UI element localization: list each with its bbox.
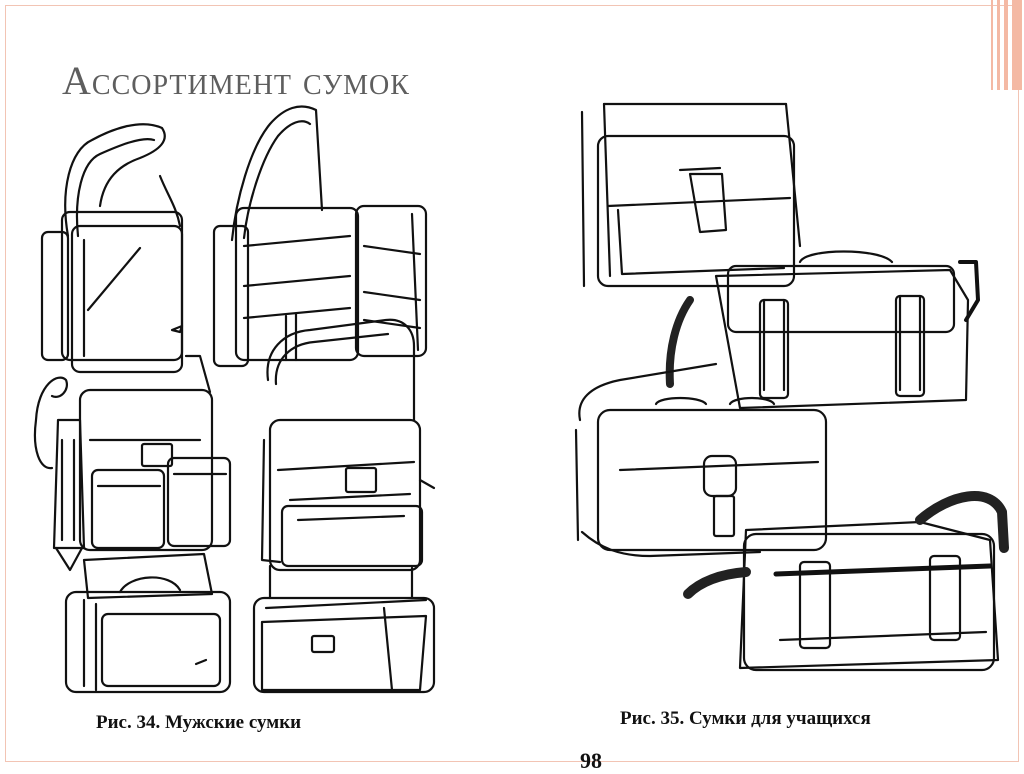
decorative-stripes — [984, 0, 1024, 90]
slide-title: Ассортимент сумок — [62, 58, 410, 98]
fig34-drawing — [33, 105, 436, 694]
fig35-caption: Рис. 35. Сумки для учащихся — [620, 708, 871, 729]
fig35-drawing — [574, 102, 1009, 672]
page-number: 98 — [580, 748, 602, 773]
fig34-caption: Рис. 34. Мужские сумки — [96, 712, 302, 733]
slide-frame — [5, 5, 1019, 762]
